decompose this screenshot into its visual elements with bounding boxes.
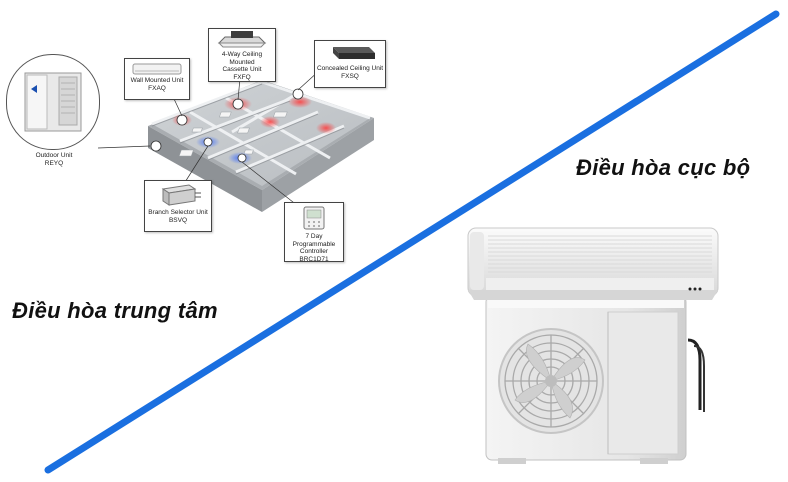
outdoor-unit-callout — [6, 54, 100, 150]
local-ac-heading: Điều hòa cục bộ — [576, 155, 751, 180]
outdoor-unit-caption: Outdoor Unit REYQ — [14, 152, 94, 167]
branch-selector-callout: Branch Selector Unit BSVQ — [144, 180, 212, 232]
building-floorplan — [148, 80, 374, 212]
concealed-unit-icon — [333, 47, 375, 59]
cassette-unit-icon — [217, 31, 267, 48]
branch-selector-icon — [161, 184, 201, 206]
wall-unit-icon — [132, 63, 182, 75]
controller-callout: 7 Day Programmable Controller BRC1D71 — [284, 202, 344, 263]
cassette-unit-model: FXFQ — [233, 73, 251, 81]
cassette-unit-line2: Cassette Unit — [222, 66, 262, 73]
outdoor-unit-icon — [24, 72, 82, 132]
split-air-conditioner — [467, 227, 719, 464]
outdoor-unit-model: REYQ — [44, 159, 64, 167]
cassette-unit-callout: 4-Way Ceiling Mounted Cassette Unit FXFQ — [208, 28, 276, 82]
branch-selector-name: Branch Selector Unit — [148, 209, 208, 216]
controller-model: BRC1D71 — [299, 255, 329, 263]
controller-icon — [303, 206, 325, 230]
wall-unit-name: Wall Mounted Unit — [130, 77, 184, 84]
wall-unit-model: FXAQ — [148, 84, 166, 92]
concealed-unit-model: FXSQ — [341, 72, 359, 80]
cassette-unit-line1: 4-Way Ceiling Mounted — [221, 51, 263, 66]
branch-selector-model: BSVQ — [168, 216, 188, 224]
central-ac-heading: Điều hòa trung tâm — [12, 298, 218, 323]
concealed-unit-name: Concealed Ceiling Unit — [316, 65, 384, 72]
outdoor-unit-name: Outdoor Unit — [35, 152, 73, 159]
diagonal-divider — [44, 10, 780, 474]
wall-unit-callout: Wall Mounted Unit FXAQ — [124, 58, 190, 100]
controller-line1: 7 Day Programmable — [292, 233, 336, 248]
controller-line2: Controller — [299, 248, 329, 255]
concealed-unit-callout: Concealed Ceiling Unit FXSQ — [314, 40, 386, 88]
